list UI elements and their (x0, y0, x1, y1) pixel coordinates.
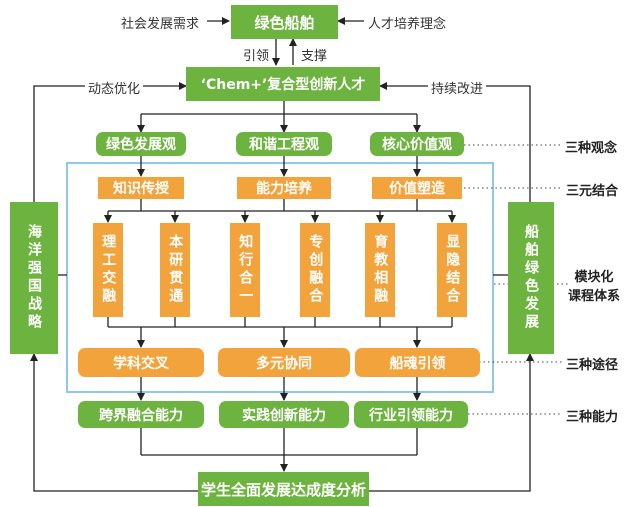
dynamic-opt-label: 动态优化 (85, 78, 144, 97)
module-education-teaching: 育教相融 (365, 223, 395, 317)
feedback-right (369, 353, 534, 492)
social-demand-label: 社会发展需求 (121, 17, 200, 32)
triad-knowledge: 知识传授 (98, 177, 184, 199)
label-three-combination: 三元结合 (566, 184, 619, 199)
feedback-left (30, 353, 198, 492)
continuous-improve-label: 持续改进 (428, 78, 487, 97)
label-modular-curriculum: 模块化 课程体系 (568, 270, 621, 304)
ship-green-development-box: 船舶绿色发展 (508, 202, 554, 354)
label-three-concepts: 三种观念 (565, 141, 618, 156)
module-science-engineering: 理工交融 (93, 223, 123, 317)
triad-value: 价值塑造 (372, 177, 462, 199)
module-specialty-innovation: 专创融合 (300, 223, 330, 317)
concept-green-development: 绿色发展观 (96, 132, 186, 156)
ability-industry-leading: 行业引领能力 (354, 401, 468, 428)
triad-ability: 能力培养 (237, 177, 331, 199)
support-label: 支撑 (301, 49, 328, 64)
student-development-analysis-box: 学生全面发展达成度分析 (198, 472, 369, 506)
green-ship-box: 绿色船舶 (231, 5, 338, 39)
concept-core-values: 核心价值观 (370, 132, 464, 156)
ocean-power-strategy-box: 海洋强国战略 (10, 202, 58, 354)
label-three-paths: 三种途径 (566, 358, 619, 373)
composite-talent-box: ‘Chem+’复合型创新人才 (186, 67, 380, 101)
path-ship-spirit: 船魂引领 (355, 348, 480, 377)
module-frame (66, 162, 494, 393)
module-knowledge-action: 知行合一 (230, 223, 260, 317)
ability-practice-innovation: 实践创新能力 (219, 401, 349, 428)
path-interdisciplinary: 学科交叉 (78, 348, 204, 377)
ability-cross-integration: 跨界融合能力 (78, 401, 204, 428)
talent-concept-label: 人才培养理念 (368, 17, 447, 32)
module-undergrad-grad: 本研贯通 (160, 223, 190, 317)
path-multi-collaboration: 多元协同 (218, 348, 350, 377)
concept-harmonious-engineering: 和谐工程观 (236, 132, 332, 156)
module-explicit-implicit: 显隐结合 (437, 223, 467, 317)
guide-label: 引领 (243, 49, 270, 64)
label-three-abilities: 三种能力 (566, 410, 619, 425)
